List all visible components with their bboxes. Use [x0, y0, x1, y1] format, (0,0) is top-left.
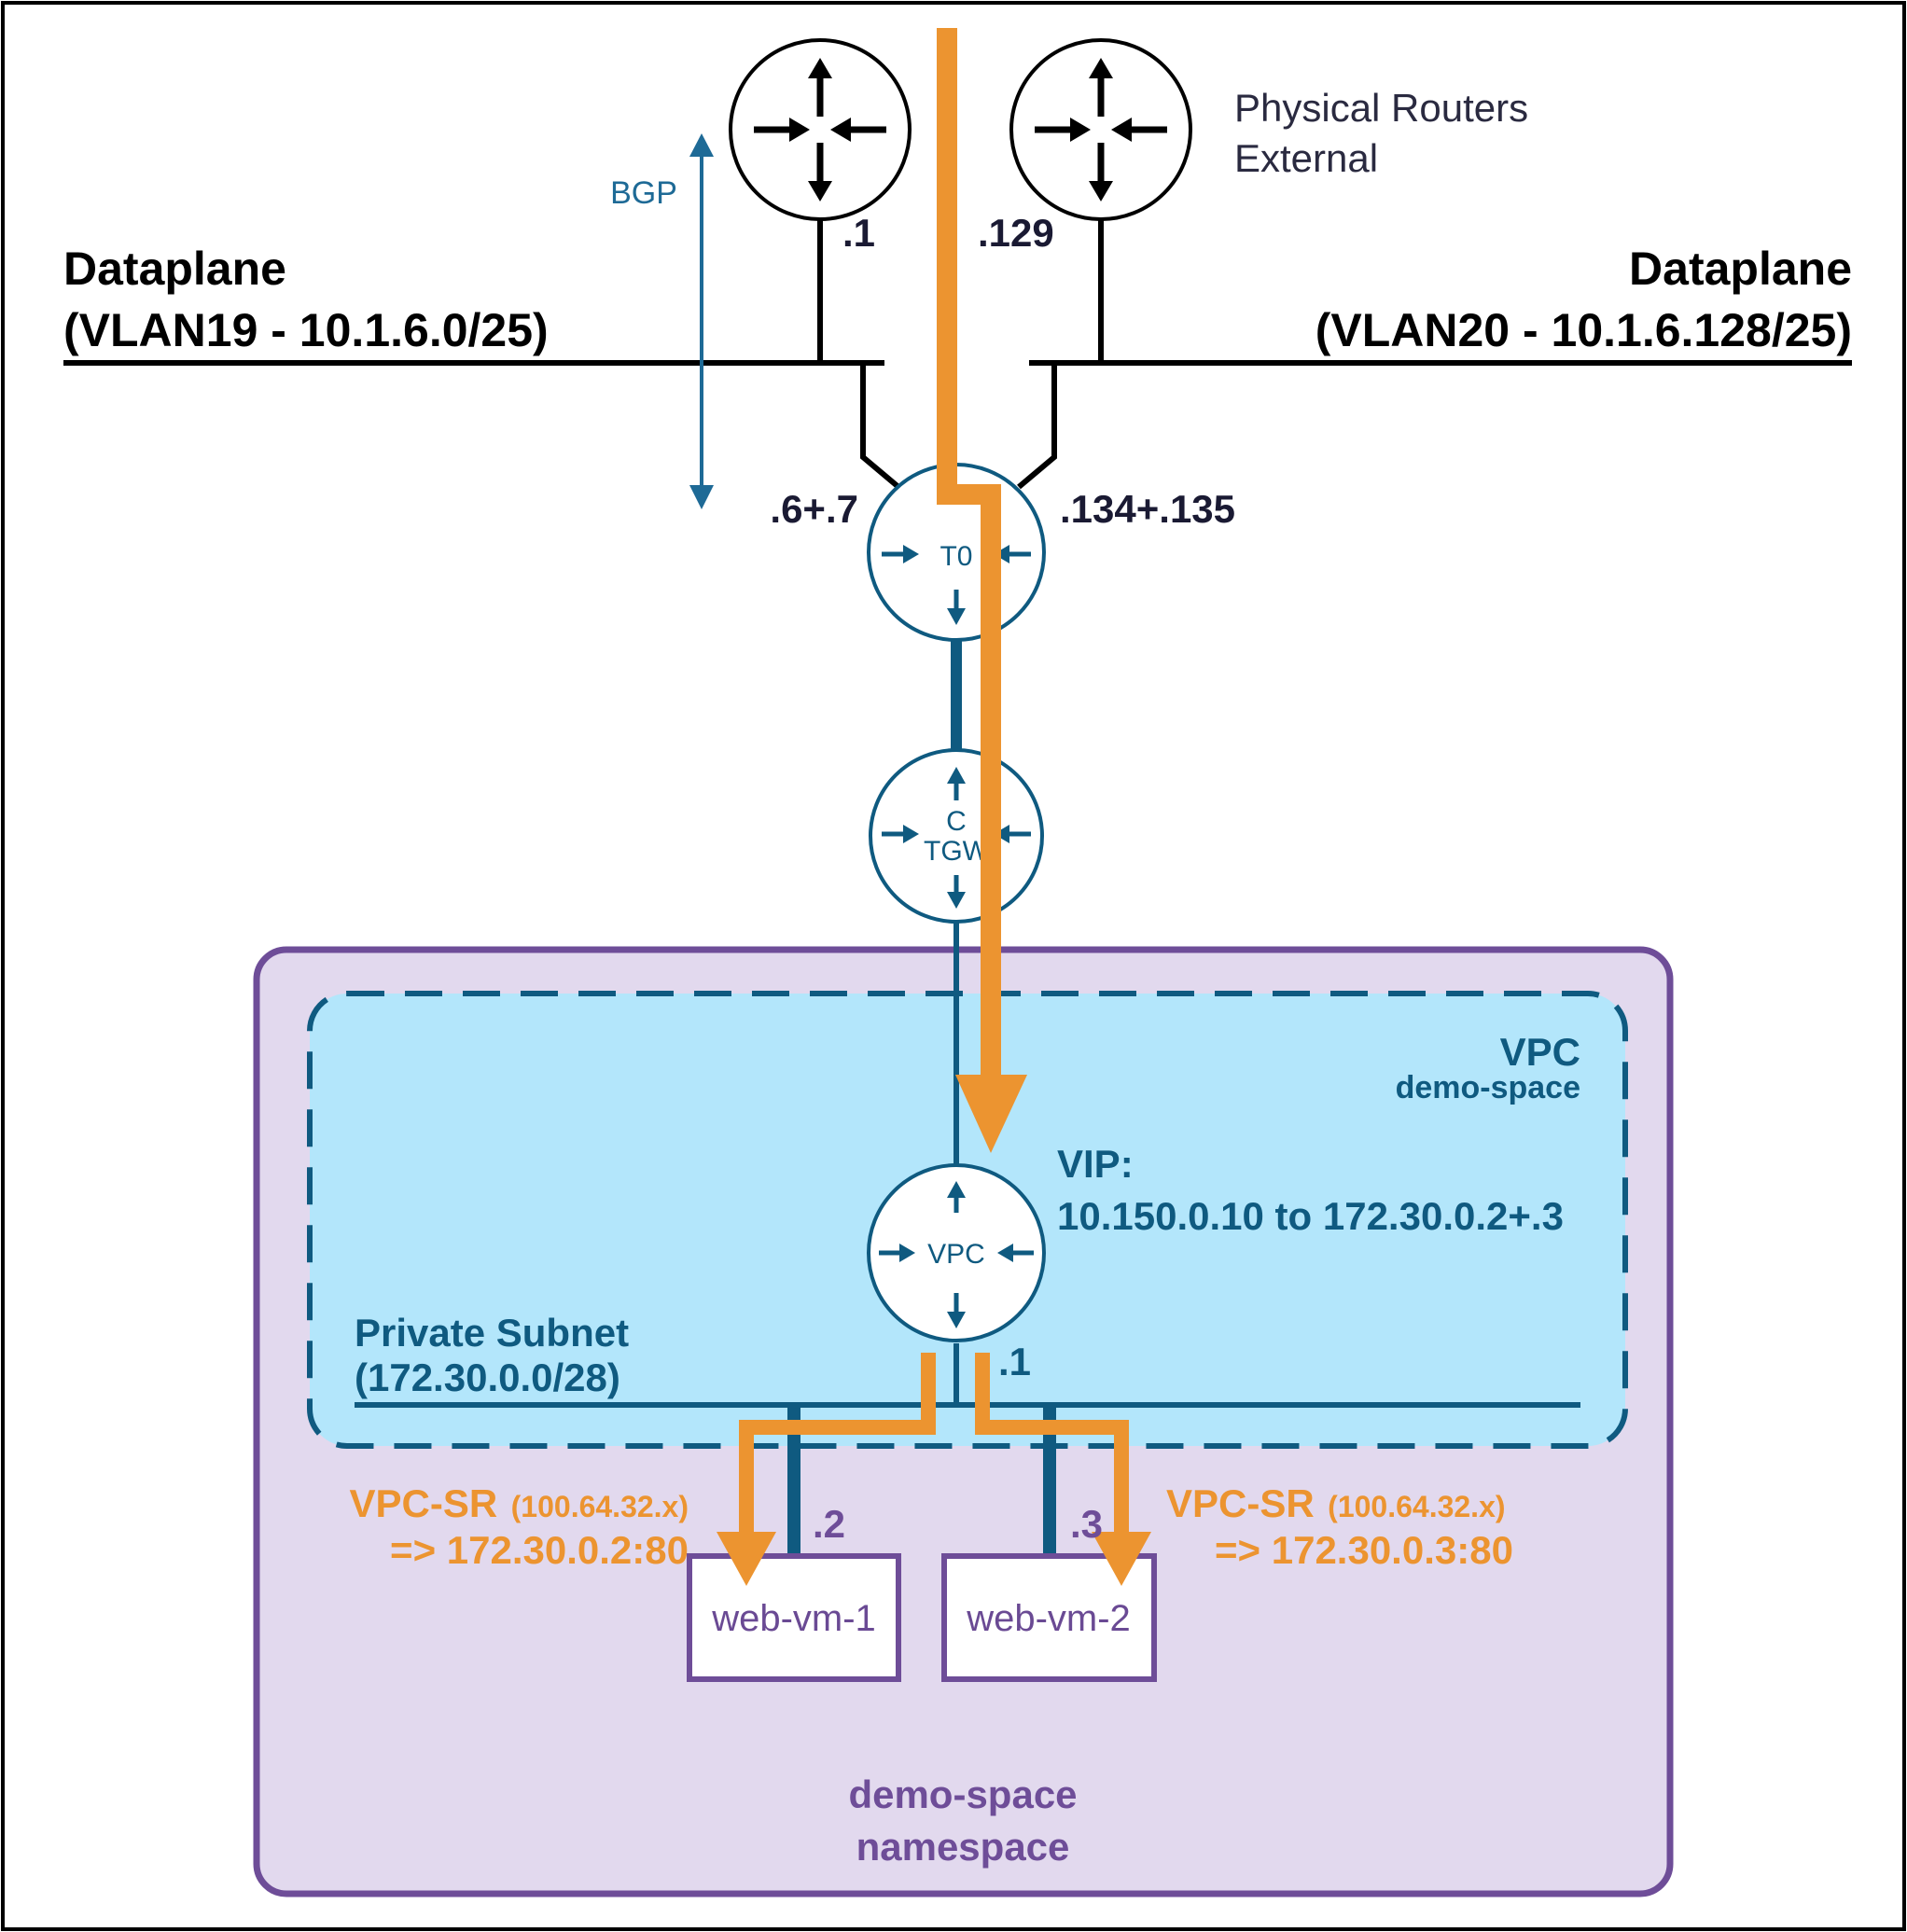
- web-vm-1-box: [687, 1553, 901, 1682]
- vip-label: VIP:: [1057, 1142, 1134, 1186]
- physical-routers-label-line1: Physical Routers: [1234, 86, 1528, 130]
- dataplane-right-title: Dataplane: [1629, 243, 1852, 295]
- vpc-node-label: VPC: [927, 1239, 985, 1270]
- vpc-box-subtitle: demo-space: [1396, 1070, 1580, 1105]
- dataplane-right-subnet: (VLAN20 - 10.1.6.128/25): [1315, 304, 1852, 356]
- vpc-sr-right-target: => 172.30.0.3:80: [1215, 1528, 1513, 1572]
- vpc-sr-left-line1: VPC-SR (100.64.32.x): [349, 1481, 689, 1525]
- physical-routers-label-line2: External: [1234, 136, 1378, 180]
- web-vm-2-label: web-vm-2: [966, 1598, 1131, 1639]
- traffic-path: [739, 28, 1129, 1539]
- web-vm-2-ip: .3: [1070, 1502, 1103, 1546]
- private-subnet-line1: Private Subnet: [355, 1311, 629, 1355]
- namespace-label-line1: demo-space: [848, 1772, 1077, 1816]
- private-subnet-line2: (172.30.0.0/28): [355, 1355, 620, 1399]
- t0-left-ips: .6+.7: [770, 487, 858, 531]
- physical-router-right: [1009, 38, 1192, 221]
- right-router-ip: .129: [978, 211, 1054, 255]
- vip-mapping: 10.150.0.10 to 172.30.0.2+.3: [1057, 1194, 1564, 1238]
- vpc-sr-left-label: VPC-SR: [349, 1481, 497, 1525]
- vpc-gateway-ip: .1: [998, 1340, 1031, 1383]
- web-vm-1-ip: .2: [813, 1502, 845, 1546]
- left-router-ip: .1: [842, 211, 875, 255]
- traffic-arrowheads: [717, 1075, 1151, 1586]
- vpc-box-title: VPC: [1500, 1030, 1580, 1074]
- t0-label: T0: [940, 541, 972, 572]
- vpc-sr-left-range: (100.64.32.x): [511, 1490, 689, 1523]
- vpc-sr-right-range: (100.64.32.x): [1328, 1490, 1505, 1523]
- vpc-sr-right-label: VPC-SR: [1166, 1481, 1315, 1525]
- t0-right-ips: .134+.135: [1060, 487, 1235, 531]
- bgp-label: BGP: [610, 175, 677, 211]
- vpc-sr-left-target: => 172.30.0.2:80: [390, 1528, 689, 1572]
- bgp-arrow: [689, 133, 714, 509]
- dataplane-lines: [63, 218, 1852, 490]
- vpc-sr-right-line1: VPC-SR (100.64.32.x): [1166, 1481, 1506, 1525]
- physical-router-left: [729, 38, 912, 221]
- dataplane-left-title: Dataplane: [63, 243, 286, 295]
- ctgw-label-line1: C: [946, 806, 967, 837]
- vpc-router-node: [867, 1163, 1046, 1342]
- web-vm-1-label: web-vm-1: [711, 1598, 876, 1639]
- ctgw-label-line2: TGW: [924, 836, 990, 867]
- namespace-label-line2: namespace: [856, 1825, 1070, 1869]
- dataplane-left-subnet: (VLAN19 - 10.1.6.0/25): [63, 304, 549, 356]
